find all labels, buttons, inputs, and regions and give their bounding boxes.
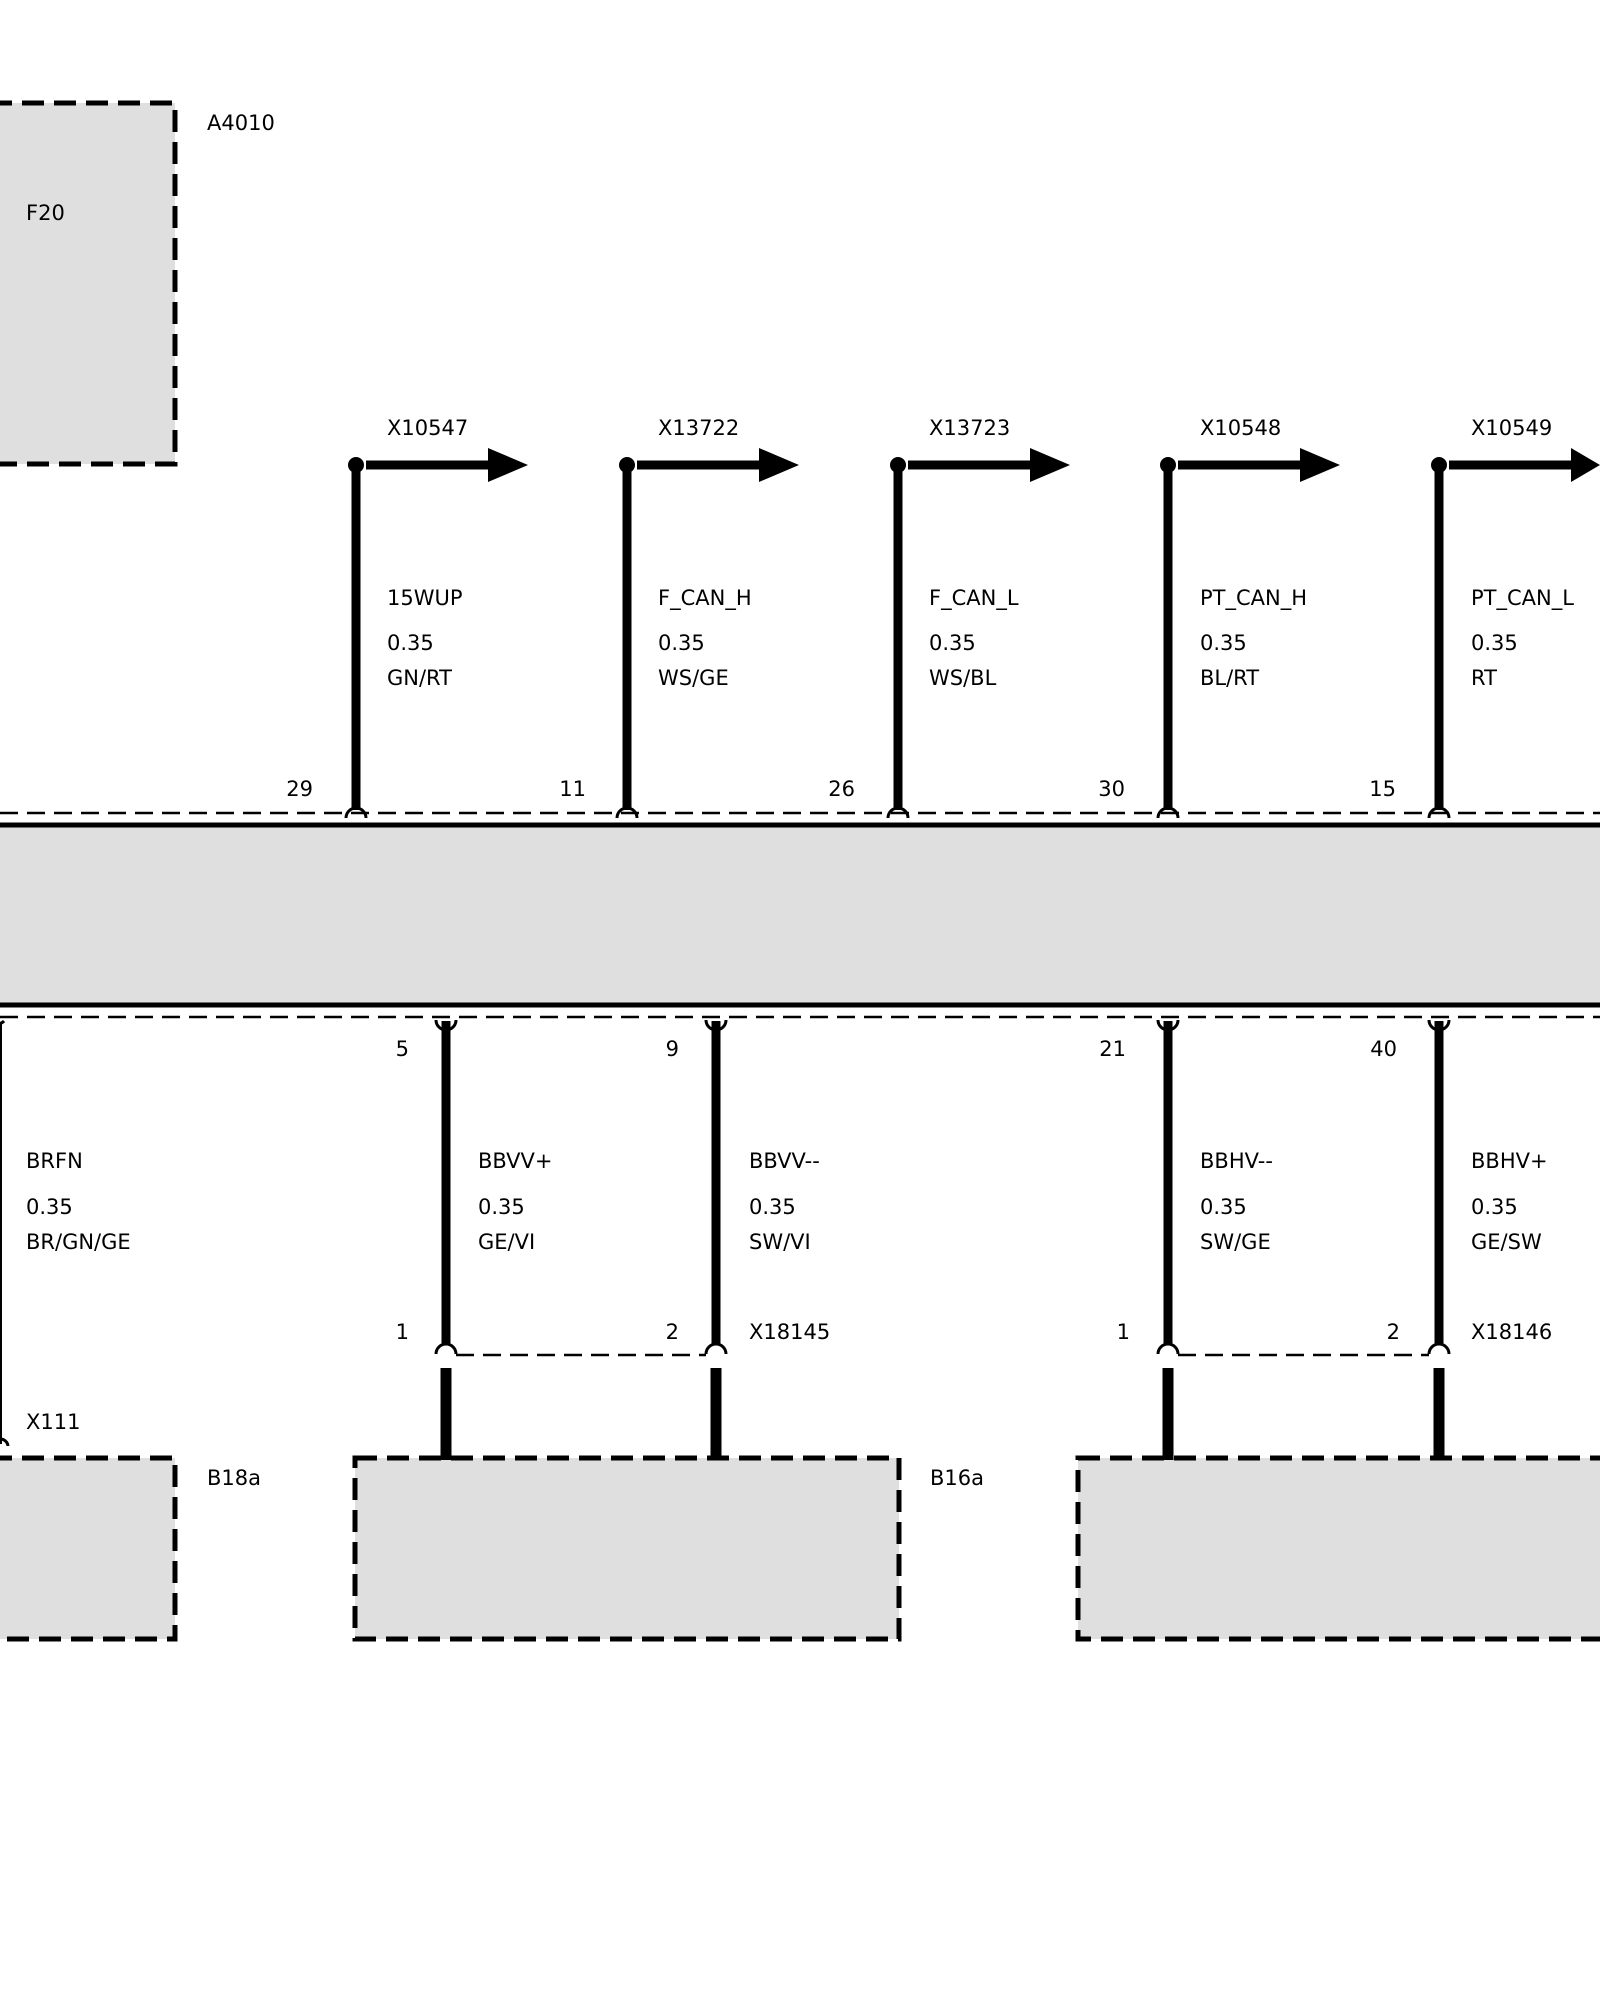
connector-id: X13722 bbox=[658, 416, 739, 440]
bottom-left-signal: BRFN 0.35 BR/GN/GE X111 bbox=[0, 1019, 131, 1447]
junction-dot bbox=[890, 457, 906, 473]
junction-dot bbox=[348, 457, 364, 473]
sensor-pin-number: 1 bbox=[396, 1320, 409, 1344]
wire-color: GE/SW bbox=[1471, 1230, 1542, 1254]
connector-id: X10548 bbox=[1200, 416, 1281, 440]
pin-number: 11 bbox=[559, 777, 586, 801]
component-a4010-box bbox=[0, 100, 178, 467]
component-x18145-box bbox=[352, 1455, 902, 1642]
ecu-pin-number: 40 bbox=[1370, 1037, 1397, 1061]
wire-color: BR/GN/GE bbox=[26, 1230, 131, 1254]
bottom-wire-9: 9 2 BBVV-- 0.35 SW/VI bbox=[666, 1019, 820, 1460]
top-signal-11: 11 X13722 F_CAN_H 0.35 WS/GE bbox=[559, 416, 799, 819]
bottom-wire-21: 21 1 BBHV-- 0.35 SW/GE bbox=[1099, 1019, 1273, 1460]
wire-gauge: 0.35 bbox=[658, 631, 705, 655]
top-signal-15: 15 X10549 PT_CAN_L 0.35 RT bbox=[1369, 416, 1600, 819]
connector-id: X111 bbox=[26, 1410, 80, 1434]
component-x18146-box bbox=[1075, 1455, 1600, 1642]
wire-gauge: 0.35 bbox=[1471, 631, 1518, 655]
wire-color: GE/VI bbox=[478, 1230, 535, 1254]
junction-dot bbox=[1160, 457, 1176, 473]
pin-socket bbox=[1427, 1342, 1451, 1355]
junction-dot bbox=[1431, 457, 1447, 473]
connector-id: X13723 bbox=[929, 416, 1010, 440]
connector-id: X18145 bbox=[749, 1320, 830, 1344]
ecu-pin-number: 9 bbox=[666, 1037, 679, 1061]
signal-name: 15WUP bbox=[387, 586, 463, 610]
signal-name: PT_CAN_L bbox=[1471, 586, 1574, 611]
top-signal-30: 30 X10548 PT_CAN_H 0.35 BL/RT bbox=[1098, 416, 1340, 819]
pin-socket bbox=[704, 1342, 728, 1355]
pin-number: 29 bbox=[286, 777, 313, 801]
connector-id: X18146 bbox=[1471, 1320, 1552, 1344]
component-a4010-id: A4010 bbox=[207, 111, 275, 135]
component-b16a-id: B16a bbox=[930, 1466, 984, 1490]
bottom-wire-5: 5 1 BBVV+ 0.35 GE/VI bbox=[396, 1019, 553, 1460]
signal-name: PT_CAN_H bbox=[1200, 586, 1307, 611]
pin-socket bbox=[0, 1019, 6, 1025]
arrow-head-icon bbox=[1030, 448, 1070, 482]
pin-socket bbox=[434, 1342, 458, 1355]
wire-color: WS/GE bbox=[658, 666, 729, 690]
arrow-head-icon bbox=[1300, 448, 1340, 482]
bottom-group-x18145: X18145 5 1 BBVV+ 0.35 GE/VI 9 2 BBVV-- 0… bbox=[396, 1019, 830, 1460]
pin-number: 30 bbox=[1098, 777, 1125, 801]
arrow-head-icon bbox=[1571, 448, 1600, 482]
pin-socket bbox=[886, 806, 910, 819]
pin-number: 15 bbox=[1369, 777, 1396, 801]
top-signal-29: 29 X10547 15WUP 0.35 GN/RT bbox=[286, 416, 528, 819]
signal-name: BBHV+ bbox=[1471, 1149, 1548, 1173]
pin-socket bbox=[344, 806, 368, 819]
ecu-band bbox=[0, 825, 1600, 1005]
pin-socket bbox=[1156, 806, 1180, 819]
arrow-head-icon bbox=[488, 448, 528, 482]
ecu-pin-number: 21 bbox=[1099, 1037, 1126, 1061]
wire-color: SW/GE bbox=[1200, 1230, 1271, 1254]
signal-name: F_CAN_L bbox=[929, 586, 1019, 611]
connector-id: X10549 bbox=[1471, 416, 1552, 440]
wire-gauge: 0.35 bbox=[387, 631, 434, 655]
connector-id: X10547 bbox=[387, 416, 468, 440]
wire-color: BL/RT bbox=[1200, 666, 1259, 690]
bottom-wire-40: 40 2 BBHV+ 0.35 GE/SW bbox=[1370, 1019, 1548, 1460]
top-signal-26: 26 X13723 F_CAN_L 0.35 WS/BL bbox=[828, 416, 1070, 819]
wire-gauge: 0.35 bbox=[478, 1195, 525, 1219]
signal-name: BBVV-- bbox=[749, 1149, 820, 1173]
signal-name: F_CAN_H bbox=[658, 586, 752, 611]
wire-gauge: 0.35 bbox=[749, 1195, 796, 1219]
wire-gauge: 0.35 bbox=[1471, 1195, 1518, 1219]
bottom-group-x18146: X18146 21 1 BBHV-- 0.35 SW/GE 40 2 BBHV+… bbox=[1099, 1019, 1552, 1460]
wire-color: RT bbox=[1471, 666, 1497, 690]
pin-socket bbox=[615, 806, 639, 819]
wire-gauge: 0.35 bbox=[929, 631, 976, 655]
component-b18a-id: B18a bbox=[207, 1466, 261, 1490]
pin-socket bbox=[0, 1437, 10, 1447]
sensor-pin-number: 2 bbox=[666, 1320, 679, 1344]
signal-name: BBHV-- bbox=[1200, 1149, 1273, 1173]
pin-number: 26 bbox=[828, 777, 855, 801]
junction-dot bbox=[619, 457, 635, 473]
component-b18a-box bbox=[0, 1455, 178, 1642]
wire-gauge: 0.35 bbox=[1200, 631, 1247, 655]
pin-socket bbox=[1427, 806, 1451, 819]
arrow-head-icon bbox=[759, 448, 799, 482]
wire-color: GN/RT bbox=[387, 666, 452, 690]
wire-color: WS/BL bbox=[929, 666, 997, 690]
ecu-pin-number: 5 bbox=[396, 1037, 409, 1061]
signal-name: BBVV+ bbox=[478, 1149, 553, 1173]
wire-gauge: 0.35 bbox=[26, 1195, 73, 1219]
component-a4010-name: F20 bbox=[26, 201, 65, 225]
signal-name: BRFN bbox=[26, 1149, 83, 1173]
wire-color: SW/VI bbox=[749, 1230, 811, 1254]
pin-socket bbox=[1156, 1342, 1180, 1355]
sensor-pin-number: 1 bbox=[1117, 1320, 1130, 1344]
sensor-pin-number: 2 bbox=[1387, 1320, 1400, 1344]
wire-gauge: 0.35 bbox=[1200, 1195, 1247, 1219]
